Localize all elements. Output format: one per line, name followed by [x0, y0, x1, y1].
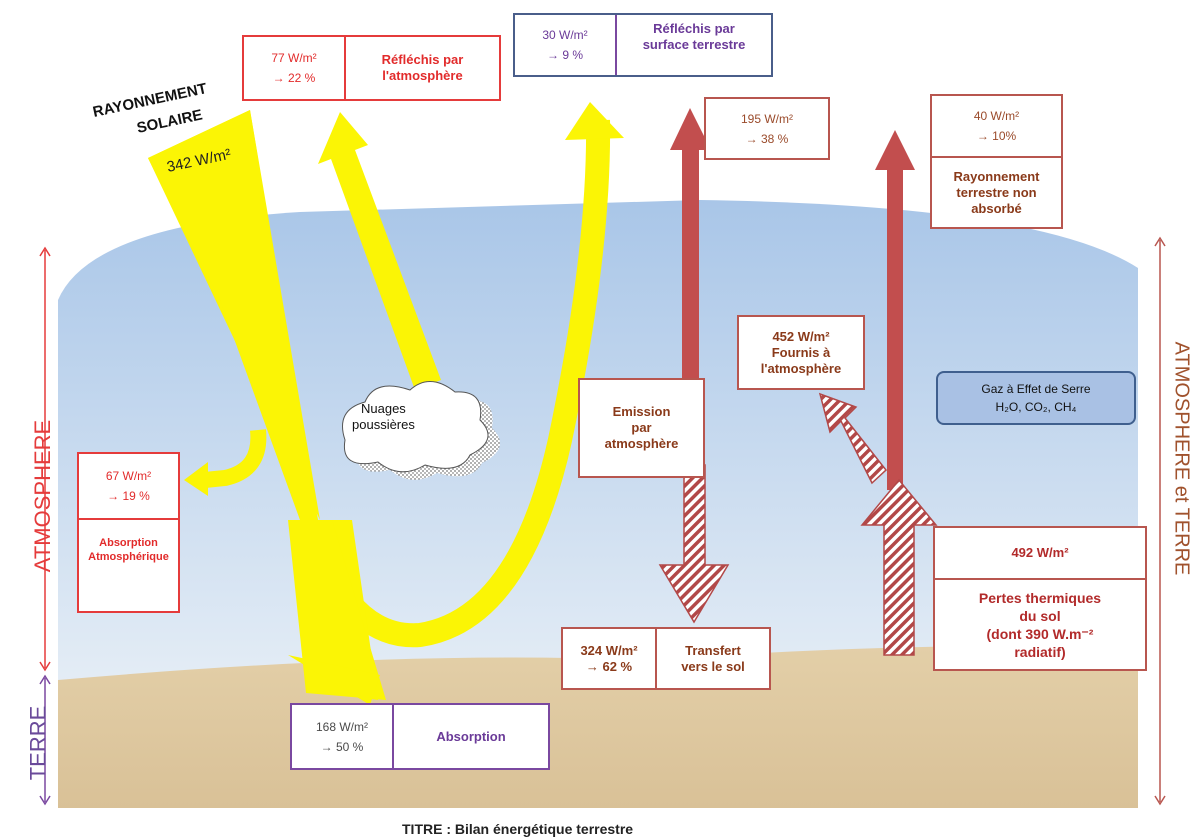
- emitted-space-value: 195 W/m²: [740, 111, 793, 126]
- surface-absorption-value: 168 W/m²: [315, 719, 368, 734]
- surface-reflection-arrowhead: [565, 102, 624, 140]
- diagram-caption: TITRE : Bilan énergétique terrestre: [402, 821, 633, 837]
- atmospheric-absorption-label-line2: Atmosphérique: [88, 551, 169, 563]
- non-absorbed-label-line2: terrestre non: [956, 184, 1037, 200]
- ground-losses-line1: Pertes thermiques: [978, 590, 1102, 606]
- greenhouse-gas-box: Gaz à Effet de Serre H₂O, CO₂, CH₄: [936, 371, 1136, 425]
- reflected-atmosphere-values: 77 W/m² → 22 %: [244, 37, 346, 99]
- atmosphere-reflection-arrow: [318, 112, 441, 390]
- surface-absorption-label: Absorption: [436, 728, 506, 744]
- atmospheric-absorption-label: Absorption Atmosphérique: [79, 520, 178, 580]
- transfer-ground-label: Transfert vers le sol: [657, 629, 769, 688]
- atmospheric-absorption-values: 67 W/m² → 19 %: [79, 454, 178, 520]
- atmosphere-emission-box: Emission par atmosphère: [578, 378, 705, 478]
- atmosphere-terre-side-label: ATMOSPHERE et TERRE: [1170, 341, 1193, 576]
- non-absorbed-percent: → 10%: [976, 129, 1017, 143]
- atmosphere-emission-label: Emission par atmosphère: [580, 380, 703, 476]
- supplied-atmosphere-box: 452 W/m² Fournis à l'atmosphère: [737, 315, 865, 390]
- transfer-ground-label-line2: vers le sol: [681, 658, 745, 674]
- emitted-space-percent: → 38 %: [745, 131, 789, 146]
- atmosphere-side-label: ATMOSPHERE: [30, 419, 56, 573]
- ground-losses-line4: radiatif): [1014, 644, 1066, 660]
- greenhouse-gas-list: H₂O, CO₂, CH₄: [995, 400, 1077, 414]
- reflected-surface-box: 30 W/m² → 9 % Réfléchis par surface terr…: [513, 13, 773, 77]
- surface-absorption-box: 168 W/m² → 50 % Absorption: [290, 703, 550, 770]
- atmosphere-emission-line2: par: [631, 420, 652, 435]
- ground-losses-line2: du sol: [1019, 608, 1061, 624]
- emitted-space-values: 195 W/m² → 38 %: [706, 99, 828, 158]
- supplied-atmosphere-line3: l'atmosphère: [760, 360, 842, 376]
- greenhouse-gas-title: Gaz à Effet de Serre: [981, 382, 1091, 396]
- transfer-ground-value: 324 W/m²: [580, 642, 638, 658]
- reflected-atmosphere-label-line1: Réfléchis par: [381, 52, 464, 67]
- surface-absorption-percent: → 50 %: [320, 739, 364, 754]
- atmospheric-absorption-value: 67 W/m²: [105, 469, 152, 483]
- reflected-surface-label-line2: surface terrestre: [642, 37, 746, 52]
- reflected-atmosphere-label-line2: l'atmosphère: [382, 68, 463, 83]
- ir-to-space-arrow: [682, 150, 699, 385]
- cloud-label-line2: poussières: [352, 417, 415, 432]
- supplied-atmosphere-label: 452 W/m² Fournis à l'atmosphère: [739, 317, 863, 388]
- atmospheric-absorption-percent: → 19 %: [107, 489, 150, 503]
- atmospheric-absorption-arrow: [204, 429, 267, 488]
- ground-losses-label: Pertes thermiques du sol (dont 390 W.m⁻²…: [935, 582, 1145, 668]
- surface-reflection-arrow: [306, 119, 611, 648]
- supplied-atmosphere-value: 452 W/m²: [772, 328, 830, 344]
- ground-losses-line3: (dont 390 W.m⁻²: [986, 626, 1094, 642]
- atmosphere-emission-line1: Emission: [612, 404, 671, 419]
- non-absorbed-label-line1: Rayonnement: [953, 168, 1040, 184]
- ir-non-absorbed-arrow: [887, 170, 903, 490]
- cloud-label-line1: Nuages: [361, 401, 406, 416]
- ground-losses-value: 492 W/m²: [935, 528, 1145, 580]
- supply-atmosphere-arrow: [818, 392, 888, 485]
- transfer-ground-percent: → 62 %: [585, 658, 633, 674]
- ground-losses-box: 492 W/m² Pertes thermiques du sol (dont …: [933, 526, 1147, 671]
- non-absorbed-label: Rayonnement terrestre non absorbé: [932, 158, 1061, 227]
- reflected-atmosphere-label: Réfléchis par l'atmosphère: [346, 37, 499, 99]
- terre-side-label: TERRE: [25, 705, 51, 781]
- ground-losses-arrow: [860, 478, 938, 656]
- reflected-surface-label-line1: Réfléchis par: [653, 21, 735, 36]
- atmospheric-absorption-box: 67 W/m² → 19 % Absorption Atmosphérique: [77, 452, 180, 613]
- non-absorbed-value: 40 W/m²: [973, 109, 1020, 123]
- transfer-ground-box: 324 W/m² → 62 % Transfert vers le sol: [561, 627, 771, 690]
- reflected-surface-values: 30 W/m² → 9 %: [515, 15, 617, 75]
- reflected-surface-value: 30 W/m²: [542, 28, 588, 42]
- transfer-to-ground-arrow: [658, 464, 730, 624]
- transfer-ground-values: 324 W/m² → 62 %: [563, 629, 657, 688]
- reflected-atmosphere-box: 77 W/m² → 22 % Réfléchis par l'atmosphèr…: [242, 35, 501, 101]
- reflected-atmosphere-value: 77 W/m²: [271, 51, 317, 65]
- surface-absorption-values: 168 W/m² → 50 %: [292, 705, 394, 768]
- reflected-atmosphere-percent: → 22 %: [272, 71, 316, 85]
- non-absorbed-values: 40 W/m² → 10%: [932, 96, 1061, 158]
- non-absorbed-label-line3: absorbé: [971, 200, 1022, 216]
- supplied-atmosphere-line2: Fournis à: [771, 344, 831, 360]
- non-absorbed-box: 40 W/m² → 10% Rayonnement terrestre non …: [930, 94, 1063, 229]
- atmospheric-absorption-label-line1: Absorption: [99, 537, 158, 549]
- solar-title-line2: SOLAIRE: [135, 106, 204, 136]
- reflected-surface-label: Réfléchis par surface terrestre: [617, 15, 771, 59]
- cloud: [342, 381, 489, 473]
- atmosphere-emission-line3: atmosphère: [604, 436, 679, 451]
- emitted-space-box: 195 W/m² → 38 %: [704, 97, 830, 160]
- transfer-ground-label-line1: Transfert: [685, 642, 741, 658]
- reflected-surface-percent: → 9 %: [546, 48, 583, 62]
